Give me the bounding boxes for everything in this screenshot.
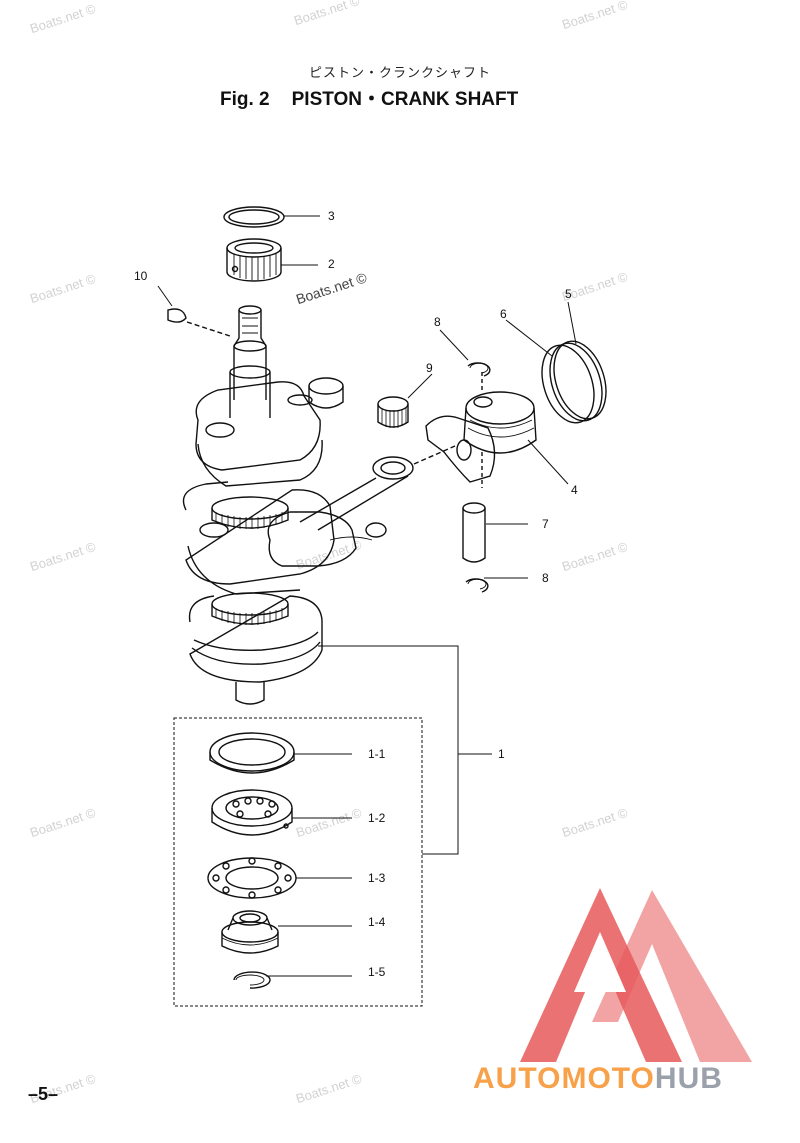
callout-5: 5 <box>565 287 572 301</box>
part-1-3-gasket-plate <box>207 857 297 899</box>
kit-box <box>173 717 423 1007</box>
figure-title: Fig. 2 PISTON・CRANK SHAFT <box>220 84 540 111</box>
part-1-2-ball-bearing <box>211 789 293 836</box>
figure-name: PISTON・CRANK SHAFT <box>291 89 519 110</box>
part-9-needle-bearing <box>377 396 409 428</box>
part-7-piston-pin <box>462 502 486 563</box>
callout-3: 3 <box>328 209 335 223</box>
callout-1-2: 1-2 <box>368 811 386 825</box>
automotohub-logo: AUTOMOTOHUB <box>473 1062 723 1095</box>
figure-label: Fig. 2 <box>220 89 270 110</box>
callout-7: 7 <box>542 517 549 531</box>
callout-4: 4 <box>571 483 578 497</box>
part-10-woodruff-key <box>167 308 187 323</box>
callout-8-lower: 8 <box>542 571 549 585</box>
callout-6: 6 <box>500 307 507 321</box>
part-8-clip-upper <box>467 362 491 377</box>
callout-1-1: 1-1 <box>368 747 386 761</box>
callout-1-5: 1-5 <box>368 965 386 979</box>
part-1-4-oil-seal <box>221 910 279 954</box>
callout-9: 9 <box>426 361 433 375</box>
callout-2: 2 <box>328 257 335 271</box>
leader-dashed <box>413 445 456 465</box>
callout-10: 10 <box>134 269 148 283</box>
title-japanese: ピストン・クランクシャフト <box>308 66 491 81</box>
part-5-piston-ring <box>549 340 607 422</box>
page-number: –5– <box>28 1084 59 1104</box>
leader-lines <box>157 215 577 977</box>
leader-dashed <box>186 321 231 337</box>
callout-1-4: 1-4 <box>368 915 386 929</box>
part-1-1-oil-seal-ring <box>209 732 295 774</box>
callout-1-3: 1-3 <box>368 871 386 885</box>
callout-8-upper: 8 <box>434 315 441 329</box>
part-3-circlip <box>223 206 285 228</box>
part-2-bearing <box>226 238 282 282</box>
crankshaft <box>182 305 344 705</box>
part-8-clip-lower <box>465 578 489 593</box>
part-4-piston <box>425 391 537 483</box>
part-6-piston-ring <box>541 344 595 424</box>
part-connecting-rod <box>267 456 414 567</box>
automotohub-logo-icon <box>520 888 752 1062</box>
callout-1: 1 <box>498 747 505 761</box>
part-1-5-circlip <box>233 971 271 989</box>
